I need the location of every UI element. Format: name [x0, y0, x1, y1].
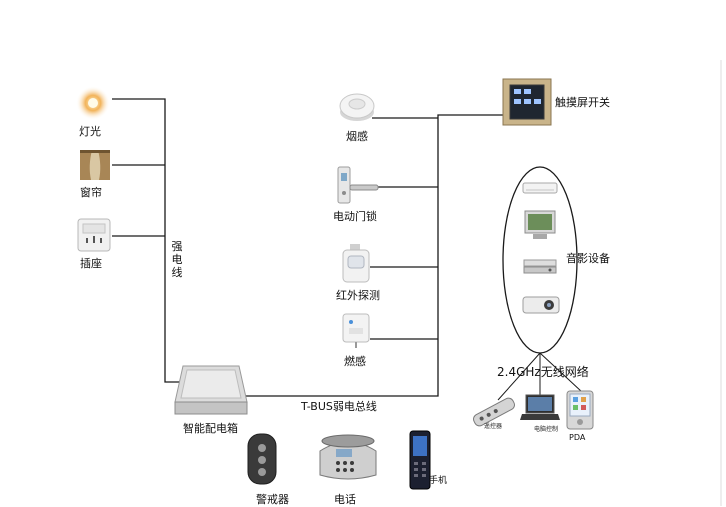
air-conditioner-icon: [522, 179, 558, 198]
projector-icon: [522, 293, 560, 319]
distribution-box-icon: [173, 362, 249, 424]
mobile-label: 手机: [429, 476, 448, 486]
frame-edge: [720, 60, 722, 506]
lock-label: 电动门锁: [333, 210, 377, 223]
dvd-player-icon: [523, 259, 557, 279]
light-label: 灯光: [79, 125, 101, 138]
power-socket-icon: [77, 218, 111, 256]
gas-label: 燃感: [344, 355, 366, 368]
strong-power-label: 强电线: [171, 240, 183, 279]
gas-detector-icon: [341, 312, 371, 352]
laptop-icon: [520, 394, 560, 426]
pda-icon: [566, 390, 594, 434]
pda-label: PDA: [569, 433, 586, 442]
weak-bus-label: T-BUS弱电总线: [301, 400, 377, 413]
touch-switch-label: 触摸屏开关: [555, 96, 610, 109]
smoke-label: 烟感: [346, 130, 368, 143]
telephone-icon: [316, 431, 380, 487]
infrared-sensor-icon: [340, 244, 372, 288]
mobile-phone-icon: [408, 430, 432, 494]
television-icon: [524, 210, 556, 244]
touch-panel-icon: [502, 78, 552, 130]
remote-label: 遥控器: [484, 423, 503, 430]
laptop-label: 电脑控制: [534, 426, 559, 433]
curtain-label: 窗帘: [80, 186, 102, 199]
phone-label: 电话: [334, 493, 356, 506]
distribution-box-label: 智能配电箱: [183, 422, 238, 435]
smoke-detector-icon: [339, 92, 375, 126]
door-lock-icon: [336, 165, 380, 209]
av-label: 音影设备: [566, 252, 610, 265]
remote-control-icon: [470, 394, 518, 434]
ir-label: 红外探测: [336, 289, 380, 302]
alarm-label: 警戒器: [256, 493, 289, 506]
curtain-icon: [80, 150, 110, 184]
alarm-remote-icon: [245, 432, 279, 490]
light-bulb-icon: [75, 86, 111, 124]
wireless-label: 2.4GHz无线网络: [497, 365, 589, 379]
socket-label: 插座: [80, 257, 102, 270]
